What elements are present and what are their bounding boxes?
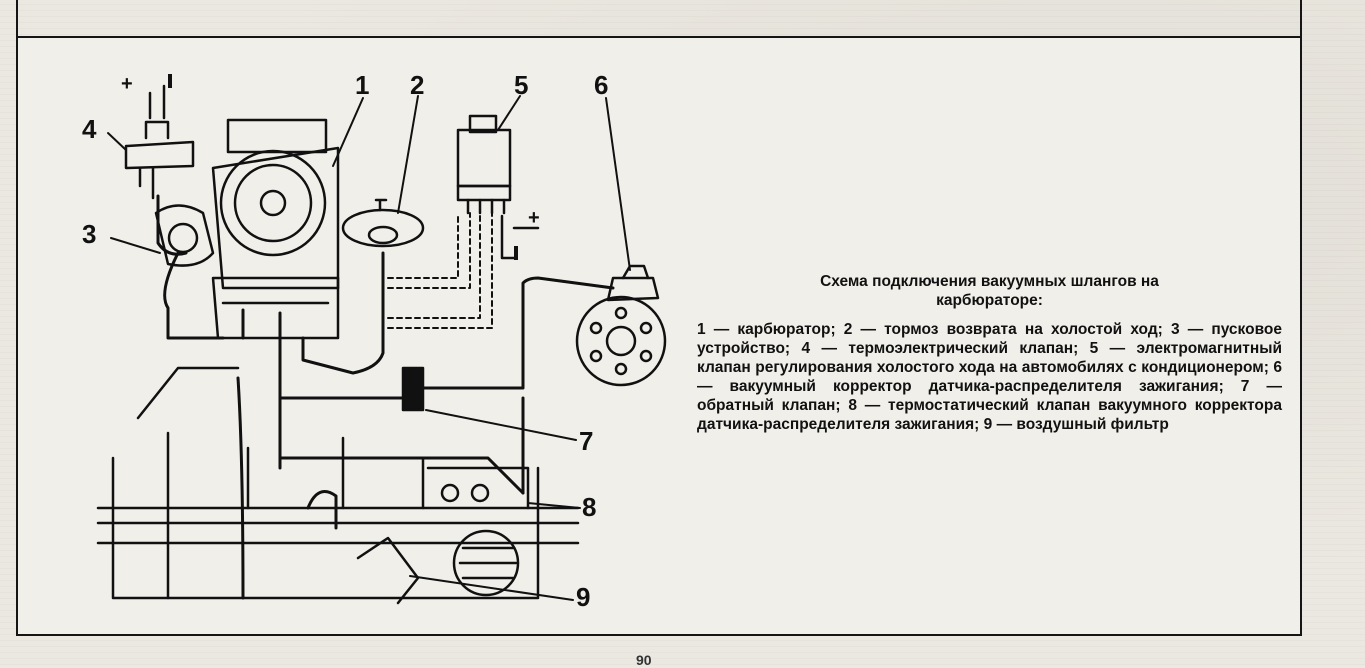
callout-3: 3 (82, 219, 96, 249)
callout-8: 8 (582, 492, 596, 522)
carburetor (211, 118, 340, 340)
callout-labels: 1 2 3 4 5 6 7 8 9 (82, 70, 608, 612)
engine-block (96, 366, 580, 605)
plus-sign-right: + (528, 207, 540, 229)
minus-terminal-left (168, 74, 172, 88)
page-number: 90 (636, 652, 652, 668)
solenoid-valve (456, 114, 540, 260)
figure-caption: Схема подключения вакуумных шлангов на к… (697, 272, 1282, 434)
callout-7: 7 (579, 426, 593, 456)
callout-2: 2 (410, 70, 424, 100)
idle-return-brake (341, 198, 425, 248)
vacuum-hose-diagram: 1 2 3 4 5 6 7 8 9 + + (82, 70, 667, 612)
vacuum-hoses (156, 194, 615, 600)
thermoelectric-valve (124, 84, 195, 200)
leader-lines (107, 95, 631, 601)
callout-6: 6 (594, 70, 608, 100)
caption-title-line-2: карбюраторе: (936, 292, 1043, 309)
terminal-signs: + + (121, 73, 540, 260)
callout-4: 4 (82, 114, 97, 144)
dashed-hoses (387, 212, 493, 329)
figure-frame (16, 36, 1302, 636)
caption-title-line-1: Схема подключения вакуумных шлангов на (820, 273, 1159, 290)
right-margin-rule (1300, 0, 1302, 40)
left-margin-rule (16, 0, 18, 40)
callout-9: 9 (576, 582, 590, 612)
callout-5: 5 (514, 70, 528, 100)
callout-1: 1 (355, 70, 369, 100)
check-valve (401, 366, 425, 412)
caption-legend: 1 — карбюратор; 2 — тормоз возврата на х… (697, 321, 1282, 433)
starting-device (154, 204, 215, 267)
vacuum-corrector (575, 264, 667, 387)
caption-title: Схема подключения вакуумных шлангов на к… (697, 272, 1282, 310)
plus-sign-left: + (121, 73, 133, 95)
minus-terminal-right (514, 246, 518, 260)
